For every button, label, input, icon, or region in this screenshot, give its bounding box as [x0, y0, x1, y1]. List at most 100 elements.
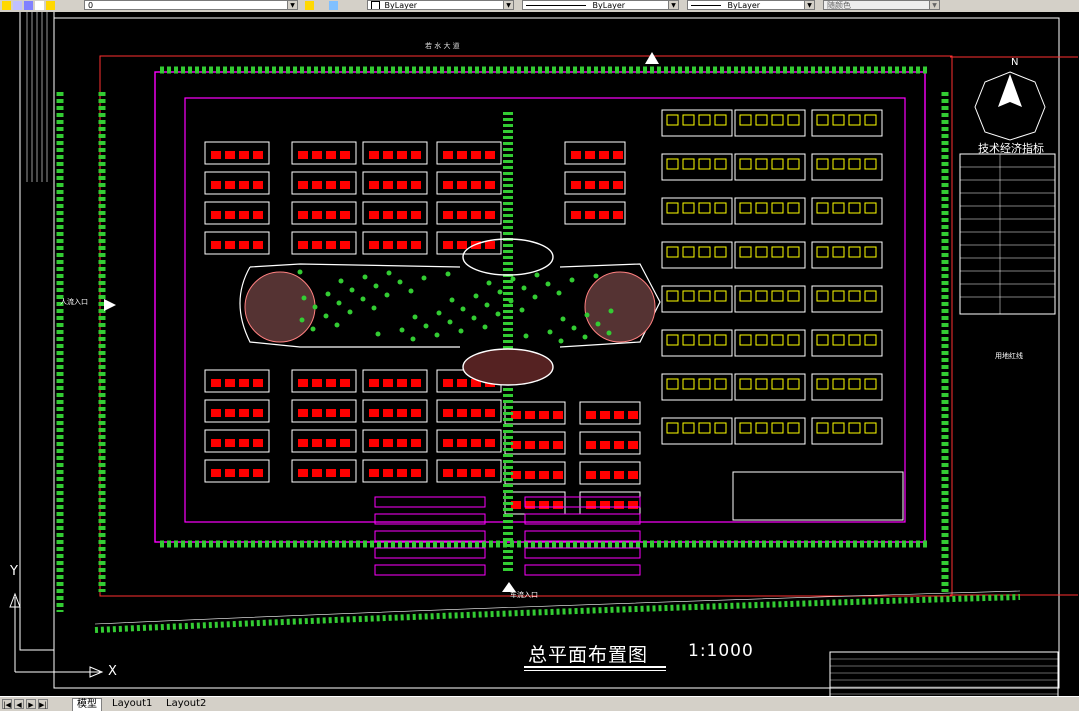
- roof-unit: [613, 181, 623, 189]
- roof-unit: [525, 471, 535, 479]
- villa-unit: [755, 378, 768, 390]
- lineweight-dropdown[interactable]: ByLayer ▼: [687, 0, 815, 10]
- first-tab-icon[interactable]: |◀: [2, 699, 12, 709]
- villa-unit: [832, 202, 845, 214]
- villa-unit: [816, 114, 829, 126]
- roof-unit: [253, 379, 263, 387]
- roof-unit: [411, 469, 421, 477]
- residential-block: [579, 431, 641, 455]
- roof-unit: [298, 379, 308, 387]
- roof-unit: [211, 409, 221, 417]
- lock-icon[interactable]: [24, 1, 33, 10]
- villa-unit: [666, 378, 679, 390]
- villa-unit: [771, 290, 784, 302]
- roof-unit: [628, 441, 638, 449]
- roof-unit: [411, 151, 421, 159]
- landscape-tree: [556, 290, 562, 296]
- chevron-down-icon[interactable]: ▼: [503, 1, 513, 9]
- roof-unit: [485, 409, 495, 417]
- villa-unit: [682, 334, 695, 346]
- roof-unit: [312, 379, 322, 387]
- landscape-tree: [471, 315, 477, 321]
- landscape-tree: [510, 276, 516, 282]
- villa-block: [811, 153, 883, 181]
- roof-unit: [225, 379, 235, 387]
- color-dropdown-value: ByLayer: [384, 1, 418, 10]
- roof-unit: [298, 181, 308, 189]
- villa-unit: [755, 290, 768, 302]
- light-bulb-icon[interactable]: [2, 1, 11, 10]
- layer-icon[interactable]: [46, 1, 55, 10]
- landscape-tree: [347, 309, 353, 315]
- tab-layout1[interactable]: Layout1: [112, 698, 153, 709]
- color-dropdown[interactable]: ByLayer ▼: [367, 0, 514, 10]
- landscape-tree: [595, 321, 601, 327]
- parking-row: [374, 530, 486, 542]
- model-space-canvas[interactable]: Y X 若 水 大 道 人流入口 车流入口 用地红线 N 技术经济指标 总平面布…: [0, 12, 1079, 696]
- layout-tab-bar: |◀ ◀ ▶ ▶| 模型 Layout1 Layout2: [0, 696, 1079, 711]
- villa-unit: [832, 246, 845, 258]
- roof-unit: [586, 501, 596, 509]
- make-current-layer-icon[interactable]: [305, 1, 314, 10]
- villa-unit: [714, 422, 727, 434]
- villa-unit: [714, 334, 727, 346]
- villa-block: [734, 417, 806, 445]
- roof-unit: [457, 241, 467, 249]
- chevron-down-icon[interactable]: ▼: [668, 1, 678, 9]
- residential-block: [564, 201, 626, 225]
- villa-unit: [787, 158, 800, 170]
- tab-model[interactable]: 模型: [72, 698, 102, 711]
- roof-unit: [599, 151, 609, 159]
- villa-unit: [755, 334, 768, 346]
- central-plaza-north: [462, 238, 554, 276]
- chevron-down-icon[interactable]: ▼: [804, 1, 814, 9]
- roof-unit: [211, 151, 221, 159]
- roof-unit: [239, 379, 249, 387]
- sun-icon[interactable]: [13, 1, 22, 10]
- residential-block: [204, 429, 270, 453]
- villa-unit: [682, 290, 695, 302]
- color-square-icon[interactable]: [35, 1, 44, 10]
- villa-unit: [787, 202, 800, 214]
- layer-previous-icon[interactable]: [329, 1, 338, 10]
- villa-unit: [698, 378, 711, 390]
- residential-block: [291, 399, 357, 423]
- next-tab-icon[interactable]: ▶: [26, 699, 36, 709]
- villa-unit: [864, 422, 877, 434]
- landscape-tree: [545, 281, 551, 287]
- roof-unit: [600, 441, 610, 449]
- commercial-building: [732, 471, 904, 521]
- roof-unit: [312, 181, 322, 189]
- landscape-tree: [310, 326, 316, 332]
- layer-dropdown[interactable]: 0 ▼: [84, 0, 298, 10]
- last-tab-icon[interactable]: ▶|: [38, 699, 48, 709]
- parking-row: [524, 496, 641, 508]
- prev-tab-icon[interactable]: ◀: [14, 699, 24, 709]
- landscape-tree: [449, 297, 455, 303]
- color-swatch-icon: [371, 1, 380, 9]
- roof-unit: [298, 151, 308, 159]
- villa-unit: [666, 202, 679, 214]
- tab-layout2[interactable]: Layout2: [166, 698, 207, 709]
- roof-unit: [253, 151, 263, 159]
- villa-unit: [714, 114, 727, 126]
- roof-unit: [397, 379, 407, 387]
- villa-unit: [816, 334, 829, 346]
- villa-block: [661, 109, 733, 137]
- central-green-ring: [239, 263, 661, 348]
- villa-unit: [787, 246, 800, 258]
- chevron-down-icon[interactable]: ▼: [287, 1, 297, 9]
- landscape-tree: [399, 327, 405, 333]
- roof-unit: [239, 439, 249, 447]
- roof-unit: [485, 211, 495, 219]
- roof-unit: [340, 211, 350, 219]
- villa-unit: [755, 246, 768, 258]
- landscape-tree: [482, 324, 488, 330]
- villa-unit: [771, 202, 784, 214]
- drawing-title: 总平面布置图: [528, 644, 649, 666]
- chevron-down-icon[interactable]: ▼: [929, 1, 939, 9]
- roof-unit: [457, 151, 467, 159]
- linetype-dropdown[interactable]: ByLayer ▼: [522, 0, 679, 10]
- roof-unit: [211, 469, 221, 477]
- plotstyle-dropdown[interactable]: 随颜色 ▼: [823, 0, 940, 10]
